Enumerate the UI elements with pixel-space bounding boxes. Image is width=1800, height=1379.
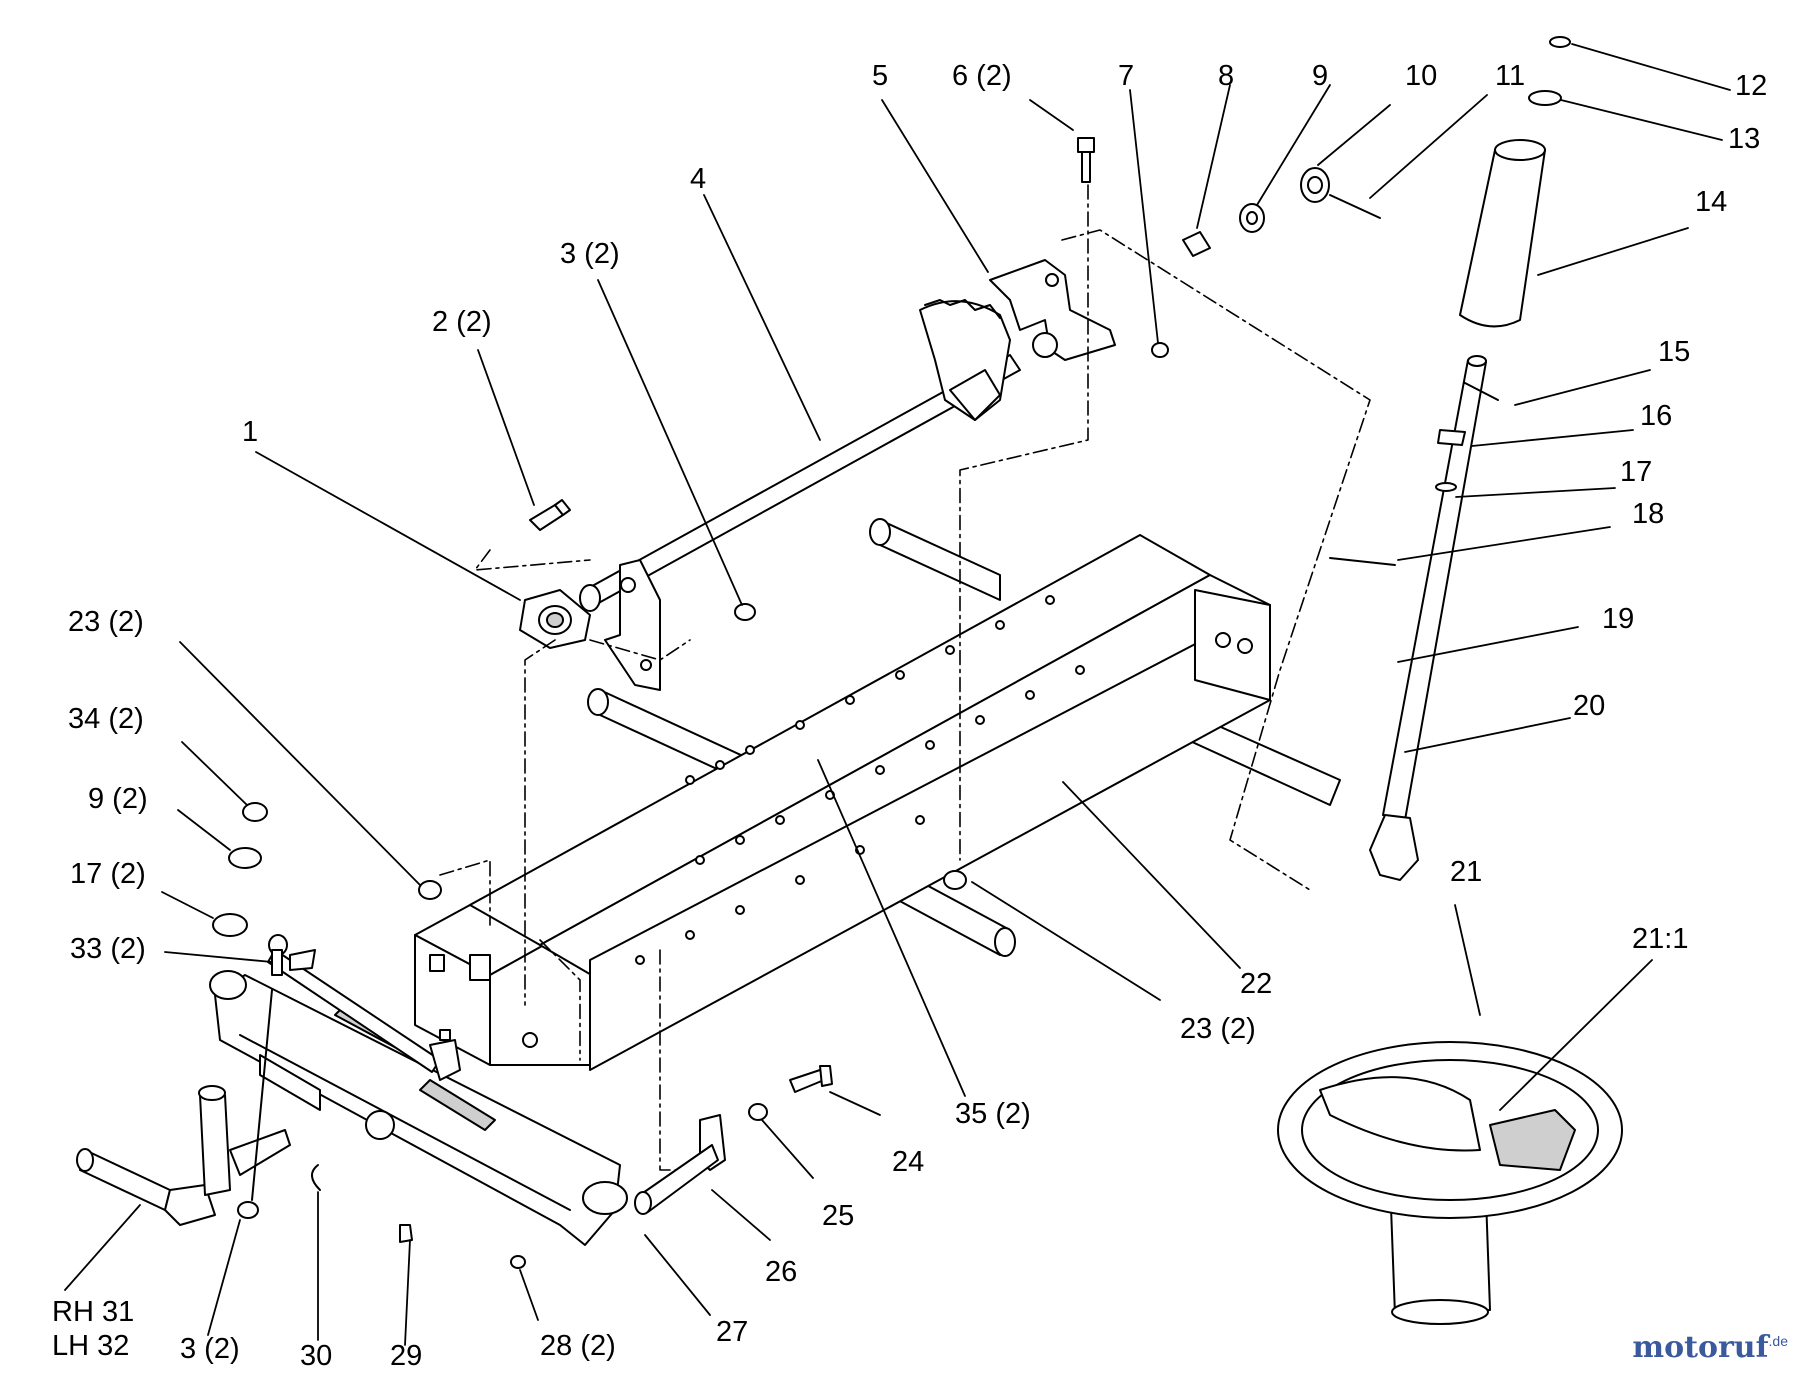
column-pinion — [1369, 814, 1419, 881]
watermark-logo: motoruf.de — [1632, 1330, 1788, 1365]
steering-column — [1329, 355, 1499, 881]
callout-35: 35 (2) — [955, 1098, 1031, 1130]
callout-27: 27 — [716, 1316, 749, 1348]
callout-21-1: 21:1 — [1632, 923, 1689, 955]
cotter-pin-11 — [1329, 194, 1381, 219]
callout-12: 12 — [1735, 70, 1768, 102]
steering-shaft — [579, 259, 1116, 691]
spring-pin-18 — [1329, 557, 1396, 566]
pivot-bracket — [634, 1114, 726, 1215]
nut-3 — [734, 603, 756, 621]
callout-34: 34 (2) — [68, 703, 144, 735]
callout-14: 14 — [1695, 186, 1728, 218]
callout-5: 5 — [872, 60, 889, 92]
callout-10: 10 — [1405, 60, 1438, 92]
clip-30 — [311, 1164, 321, 1191]
bolt-33 — [251, 989, 273, 1201]
callout-31: RH 31 — [52, 1296, 135, 1328]
washer-13 — [1528, 90, 1562, 106]
clip-12 — [1549, 36, 1571, 48]
leader-lines — [64, 43, 1731, 1346]
ring-34 — [242, 802, 268, 822]
nut-10 — [1300, 167, 1330, 203]
callout-29: 29 — [390, 1340, 423, 1372]
callout-6: 6 (2) — [952, 60, 1012, 92]
callout-1: 1 — [242, 416, 259, 448]
callout-3: 3 (2) — [560, 238, 620, 270]
callout-26: 26 — [765, 1256, 798, 1288]
callout-8: 8 — [1218, 60, 1235, 92]
callout-9b: 9 (2) — [88, 783, 148, 815]
washer-25 — [748, 1103, 768, 1121]
watermark-tld: .de — [1768, 1333, 1788, 1349]
callout-20: 20 — [1573, 690, 1606, 722]
callout-23b: 23 (2) — [1180, 1013, 1256, 1045]
collar-16 — [1437, 429, 1466, 446]
callout-2: 2 (2) — [432, 306, 492, 338]
callout-33: 33 (2) — [70, 933, 146, 965]
nut-3b — [237, 1201, 259, 1219]
callout-11: 11 — [1495, 60, 1526, 92]
bushing-8 — [1182, 231, 1211, 257]
washer-17b — [212, 913, 248, 937]
callout-3b: 3 (2) — [180, 1333, 240, 1365]
callout-21: 21 — [1450, 856, 1483, 888]
column-boot-14 — [1459, 139, 1546, 328]
callout-30: 30 — [300, 1340, 333, 1372]
callout-17b: 17 (2) — [70, 858, 146, 890]
ring-17 — [1435, 482, 1457, 492]
callout-22: 22 — [1240, 968, 1273, 1000]
callout-18: 18 — [1632, 498, 1665, 530]
callout-25: 25 — [822, 1200, 855, 1232]
watermark-brand: motoruf — [1632, 1330, 1769, 1365]
callout-15: 15 — [1658, 336, 1691, 368]
callout-7: 7 — [1118, 60, 1135, 92]
steering-wheel — [1277, 1041, 1623, 1325]
callout-17: 17 — [1620, 456, 1653, 488]
callout-28: 28 (2) — [540, 1330, 616, 1362]
tie-rod — [267, 934, 461, 1081]
grease-fitting-29 — [399, 1224, 413, 1243]
spindle — [76, 1085, 291, 1226]
callout-32: LH 32 — [52, 1330, 130, 1362]
flange-bearing — [519, 589, 591, 649]
washer-9-hole — [1246, 211, 1258, 225]
callout-13: 13 — [1728, 123, 1761, 155]
callout-23a: 23 (2) — [68, 606, 144, 638]
bolt-33-head — [271, 949, 283, 976]
callout-4: 4 — [690, 163, 707, 195]
nut-23a — [418, 880, 442, 900]
bolt-6 — [1077, 137, 1095, 183]
bolt-2 — [529, 499, 571, 531]
nut-28 — [510, 1255, 526, 1269]
callout-16: 16 — [1640, 400, 1673, 432]
nut-23b — [943, 870, 967, 890]
callout-9: 9 — [1312, 60, 1329, 92]
washer-9b — [228, 847, 262, 869]
callout-19: 19 — [1602, 603, 1635, 635]
bolt-24 — [789, 1065, 833, 1093]
nut-7 — [1151, 342, 1169, 358]
callout-24: 24 — [892, 1146, 925, 1178]
pin-15 — [1464, 382, 1499, 401]
